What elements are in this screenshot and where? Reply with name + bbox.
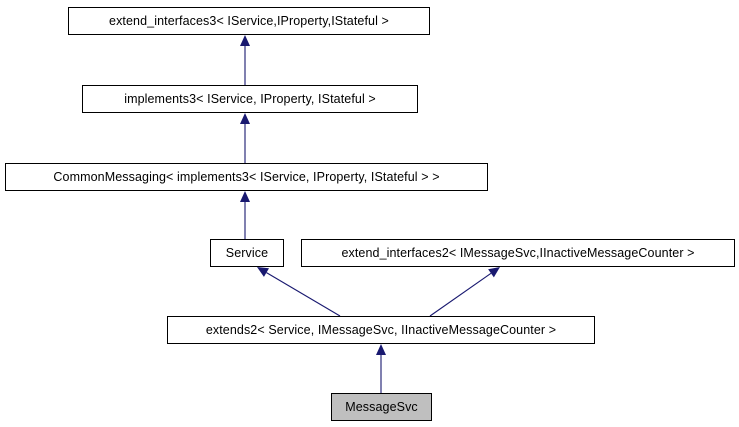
class-node-extend_interfaces2[interactable]: extend_interfaces2< IMessageSvc,IInactiv… — [301, 239, 735, 267]
class-node-implements3[interactable]: implements3< IService, IProperty, IState… — [82, 85, 418, 113]
arrowhead-icon — [257, 267, 270, 277]
inheritance-arrow — [429, 267, 500, 317]
class-node-extend_interfaces3[interactable]: extend_interfaces3< IService,IProperty,I… — [68, 7, 430, 35]
arrowhead-icon — [488, 267, 500, 278]
class-node-extends2[interactable]: extends2< Service, IMessageSvc, IInactiv… — [167, 316, 595, 344]
class-node-label: Service — [225, 245, 269, 260]
class-node-label: extends2< Service, IMessageSvc, IInactiv… — [205, 322, 557, 337]
edge-line — [266, 272, 341, 317]
class-node-label: extend_interfaces3< IService,IProperty,I… — [109, 13, 389, 28]
class-node-label: implements3< IService, IProperty, IState… — [124, 91, 376, 106]
inheritance-arrow — [240, 113, 250, 163]
edge-line — [429, 272, 492, 317]
class-node-MessageSvc[interactable]: MessageSvc — [331, 393, 432, 421]
arrowhead-icon — [240, 113, 250, 124]
class-node-label: extend_interfaces2< IMessageSvc,IInactiv… — [341, 245, 695, 260]
inheritance-arrow — [240, 191, 250, 239]
arrowhead-icon — [240, 191, 250, 202]
inheritance-arrow — [240, 35, 250, 85]
inheritance-arrow — [376, 344, 386, 393]
inheritance-arrow — [257, 267, 341, 317]
class-node-label: MessageSvc — [345, 399, 418, 414]
class-node-Service[interactable]: Service — [210, 239, 284, 267]
class-node-label: CommonMessaging< implements3< IService, … — [53, 169, 440, 184]
arrowhead-icon — [240, 35, 250, 46]
arrowhead-icon — [376, 344, 386, 355]
class-node-CommonMessaging[interactable]: CommonMessaging< implements3< IService, … — [5, 163, 488, 191]
